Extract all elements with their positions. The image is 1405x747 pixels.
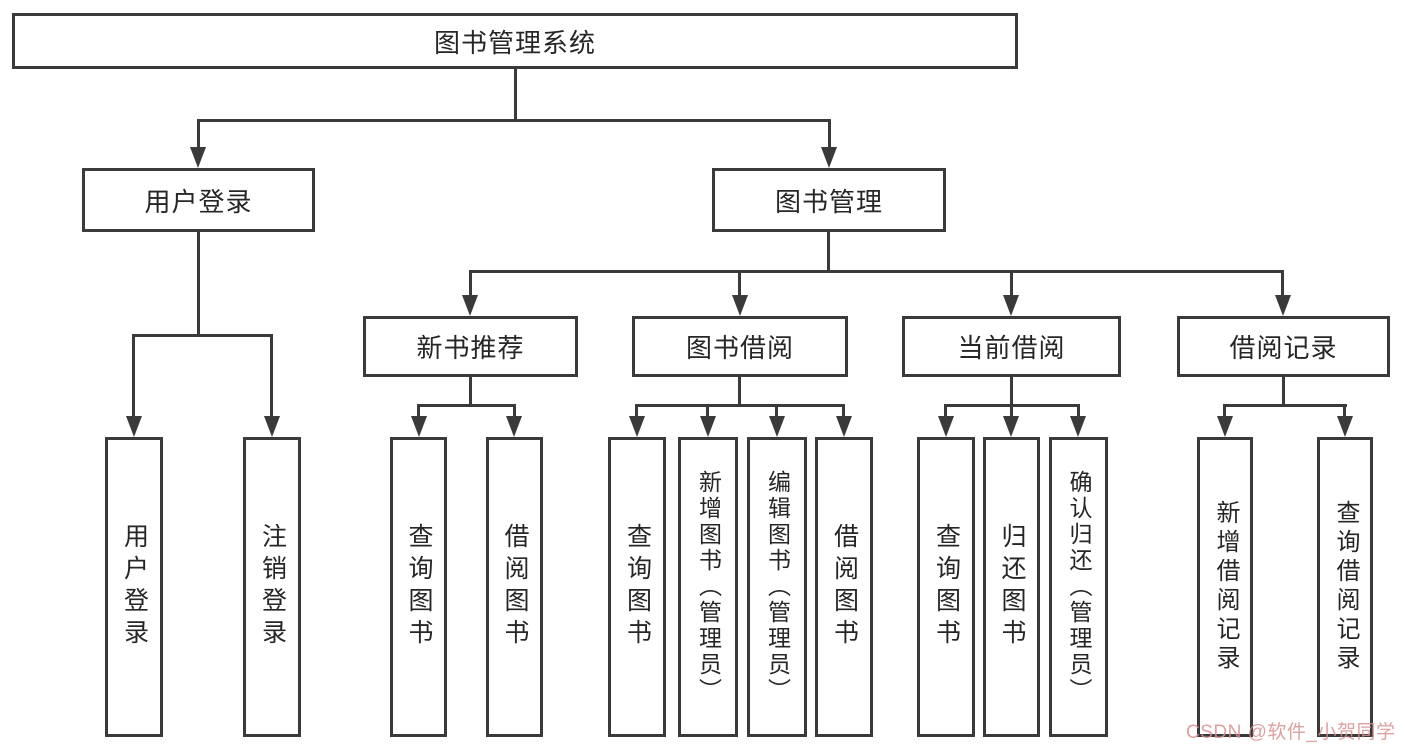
branch-label: 图书管理 bbox=[774, 186, 883, 217]
connector-group-stem bbox=[1282, 377, 1285, 407]
leaf-label: 查询图书 bbox=[623, 523, 652, 651]
root-box: 图书管理系统 bbox=[12, 13, 1018, 69]
arrow-down-icon bbox=[1003, 416, 1019, 437]
leaf-label: 确认归还（管理员） bbox=[1066, 470, 1092, 704]
group-box-book-borrow: 图书借阅 bbox=[632, 316, 848, 377]
branch-box-book-management: 图书管理 bbox=[712, 168, 946, 232]
group-label: 当前借阅 bbox=[957, 333, 1066, 363]
arrow-down-icon bbox=[938, 416, 954, 437]
connector-root-stem bbox=[514, 69, 517, 121]
leaf-box-borrow-book-1: 借阅图书 bbox=[486, 437, 543, 737]
connector-stub bbox=[1010, 270, 1013, 298]
leaf-label: 新增借阅记录 bbox=[1212, 500, 1239, 674]
connector-group-bar bbox=[1223, 404, 1347, 407]
leaf-box-edit-book-admin: 编辑图书（管理员） bbox=[747, 437, 807, 737]
connector-stub bbox=[842, 404, 845, 420]
branch-box-user-login: 用户登录 bbox=[82, 168, 315, 232]
connector-group-stem bbox=[738, 377, 741, 407]
branch-label: 用户登录 bbox=[144, 186, 253, 217]
connector-stub bbox=[417, 404, 420, 420]
connector-stub bbox=[469, 270, 472, 298]
leaf-label: 查询图书 bbox=[405, 523, 433, 651]
arrow-down-icon bbox=[1275, 295, 1291, 316]
leaf-box-query-book-3: 查询图书 bbox=[917, 437, 975, 737]
leaf-label: 注销登录 bbox=[258, 523, 287, 651]
arrow-down-icon bbox=[1337, 416, 1353, 437]
connector-branch-stem bbox=[197, 232, 200, 337]
arrow-down-icon bbox=[126, 416, 142, 437]
connector-stub bbox=[1281, 270, 1284, 298]
leaf-box-user-login: 用户登录 bbox=[105, 437, 163, 737]
arrow-down-icon bbox=[1070, 416, 1086, 437]
arrow-down-icon bbox=[769, 416, 785, 437]
root-label: 图书管理系统 bbox=[433, 27, 596, 58]
connector-stub bbox=[513, 404, 516, 420]
leaf-box-confirm-return-admin: 确认归还（管理员） bbox=[1049, 437, 1108, 737]
arrow-down-icon bbox=[629, 416, 645, 437]
leaf-box-return-book: 归还图书 bbox=[983, 437, 1040, 737]
group-box-borrow-record: 借阅记录 bbox=[1177, 316, 1390, 377]
arrow-down-icon bbox=[1217, 416, 1233, 437]
leaf-label: 新增图书（管理员） bbox=[695, 470, 722, 704]
connector-stub bbox=[1077, 404, 1080, 420]
leaf-label: 借阅图书 bbox=[501, 523, 529, 651]
arrow-down-icon bbox=[836, 416, 852, 437]
arrow-down-icon bbox=[190, 147, 206, 168]
arrow-down-icon bbox=[411, 416, 427, 437]
watermark: CSDN @软件_小贺同学 bbox=[1186, 722, 1396, 743]
connector-stub bbox=[197, 119, 200, 151]
connector-stub bbox=[1343, 404, 1346, 420]
connector-branch-bar bbox=[469, 270, 1284, 273]
arrow-down-icon bbox=[506, 416, 522, 437]
arrow-down-icon bbox=[462, 295, 478, 316]
arrow-down-icon bbox=[732, 295, 748, 316]
connector-stub bbox=[270, 334, 273, 419]
connector-group-bar bbox=[417, 404, 516, 407]
connector-group-stem bbox=[469, 377, 472, 407]
leaf-label: 用户登录 bbox=[120, 523, 149, 651]
leaf-box-add-book-admin: 新增图书（管理员） bbox=[678, 437, 738, 737]
connector-root-bar bbox=[197, 119, 831, 122]
leaf-box-query-book-2: 查询图书 bbox=[608, 437, 666, 737]
leaf-box-query-book-1: 查询图书 bbox=[390, 437, 447, 737]
arrow-down-icon bbox=[700, 416, 716, 437]
group-label: 借阅记录 bbox=[1229, 333, 1338, 363]
leaf-box-borrow-book-2: 借阅图书 bbox=[815, 437, 873, 737]
leaf-label: 借阅图书 bbox=[830, 523, 859, 651]
connector-group-bar bbox=[635, 404, 845, 407]
group-label: 图书借阅 bbox=[685, 333, 794, 363]
connector-stub bbox=[944, 404, 947, 420]
connector-stub bbox=[1010, 404, 1013, 420]
arrow-down-icon bbox=[821, 147, 837, 168]
leaf-label: 归还图书 bbox=[998, 523, 1026, 651]
connector-stub bbox=[828, 119, 831, 151]
leaf-box-query-borrow-record: 查询借阅记录 bbox=[1317, 437, 1373, 737]
connector-stub bbox=[635, 404, 638, 420]
connector-stub bbox=[738, 270, 741, 298]
group-label: 新书推荐 bbox=[416, 333, 525, 363]
leaf-box-add-borrow-record: 新增借阅记录 bbox=[1197, 437, 1253, 737]
leaf-label: 编辑图书（管理员） bbox=[764, 470, 791, 704]
connector-branch-stem bbox=[827, 232, 830, 273]
group-box-new-book-recommend: 新书推荐 bbox=[363, 316, 578, 377]
arrow-down-icon bbox=[1003, 295, 1019, 316]
connector-stub bbox=[132, 334, 135, 419]
group-box-current-borrow: 当前借阅 bbox=[902, 316, 1121, 377]
connector-group-stem bbox=[1010, 377, 1013, 407]
leaf-box-logout: 注销登录 bbox=[243, 437, 301, 737]
arrow-down-icon bbox=[264, 416, 280, 437]
connector-branch-bar bbox=[132, 334, 273, 337]
leaf-label: 查询图书 bbox=[932, 523, 961, 651]
leaf-label: 查询借阅记录 bbox=[1332, 500, 1359, 674]
connector-stub bbox=[1223, 404, 1226, 420]
connector-stub bbox=[775, 404, 778, 420]
connector-stub bbox=[706, 404, 709, 420]
